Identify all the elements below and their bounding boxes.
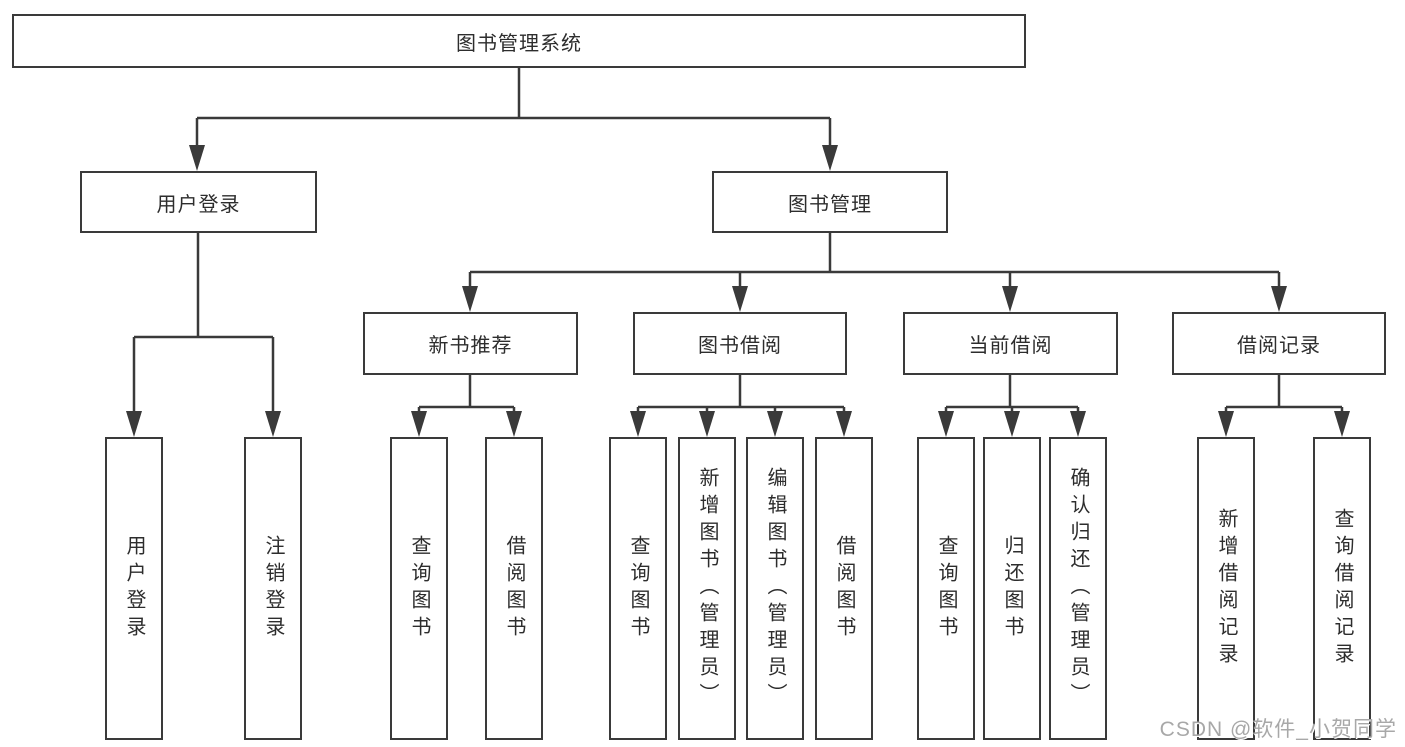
leaf-add-books-admin: 新增图书（管理员） [678, 437, 736, 740]
node-book-mgmt-label: 图书管理 [788, 193, 872, 216]
node-book-borrow: 图书借阅 [633, 312, 847, 375]
leaf-query-borrow-record: 查询借阅记录 [1313, 437, 1371, 740]
node-user-login: 用户登录 [80, 171, 317, 233]
watermark: CSDN @软件_小贺同学 [1159, 718, 1397, 741]
connector-current-borrow [938, 375, 1086, 437]
leaf-edit-books-admin-label: 编辑图书（管理员） [764, 467, 786, 710]
leaf-current-query-books-label: 查询图书 [935, 534, 957, 643]
node-root-label: 图书管理系统 [456, 32, 582, 55]
connector-book-mgmt [462, 233, 1287, 312]
leaf-add-books-admin-label: 新增图书（管理员） [696, 467, 718, 710]
leaf-newbook-borrow-books-label: 借阅图书 [503, 534, 525, 643]
leaf-borrow-books: 借阅图书 [815, 437, 873, 740]
leaf-borrow-books-label: 借阅图书 [833, 534, 855, 643]
node-book-mgmt: 图书管理 [712, 171, 948, 233]
leaf-logout-login-label: 注销登录 [262, 534, 284, 643]
node-book-borrow-label: 图书借阅 [698, 335, 782, 357]
connector-root [189, 68, 838, 171]
leaf-return-books: 归还图书 [983, 437, 1041, 740]
leaf-user-login: 用户登录 [105, 437, 163, 740]
node-current-borrow: 当前借阅 [903, 312, 1118, 375]
leaf-return-books-label: 归还图书 [1001, 534, 1023, 643]
node-borrow-record-label: 借阅记录 [1237, 335, 1321, 357]
node-current-borrow-label: 当前借阅 [968, 335, 1053, 357]
node-new-book: 新书推荐 [363, 312, 578, 375]
leaf-add-borrow-record-label: 新增借阅记录 [1215, 507, 1237, 670]
connector-user-login [126, 233, 281, 437]
node-new-book-label: 新书推荐 [428, 335, 513, 357]
leaf-borrow-query-books: 查询图书 [609, 437, 667, 740]
connector-book-borrow [630, 375, 852, 437]
connector-borrow-record [1218, 375, 1350, 437]
leaf-confirm-return-admin-label: 确认归还（管理员） [1067, 467, 1089, 710]
leaf-user-login-label: 用户登录 [123, 534, 145, 643]
leaf-add-borrow-record: 新增借阅记录 [1197, 437, 1255, 740]
leaf-newbook-query-books-label: 查询图书 [408, 534, 430, 643]
leaf-newbook-borrow-books: 借阅图书 [485, 437, 543, 740]
leaf-query-borrow-record-label: 查询借阅记录 [1331, 507, 1353, 670]
node-borrow-record: 借阅记录 [1172, 312, 1386, 375]
leaf-newbook-query-books: 查询图书 [390, 437, 448, 740]
leaf-confirm-return-admin: 确认归还（管理员） [1049, 437, 1107, 740]
leaf-logout-login: 注销登录 [244, 437, 302, 740]
leaf-borrow-query-books-label: 查询图书 [627, 534, 649, 643]
leaf-current-query-books: 查询图书 [917, 437, 975, 740]
node-root: 图书管理系统 [12, 14, 1026, 68]
leaf-edit-books-admin: 编辑图书（管理员） [746, 437, 804, 740]
connector-new-book [411, 375, 522, 437]
node-user-login-label: 用户登录 [156, 193, 241, 216]
